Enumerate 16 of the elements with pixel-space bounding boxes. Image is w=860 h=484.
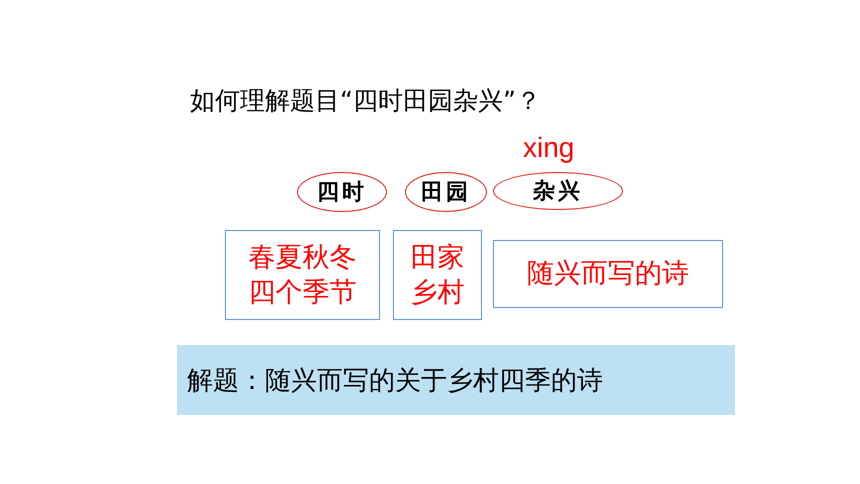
ellipse-label xyxy=(493,172,623,210)
node-text: 杂兴 xyxy=(533,177,583,206)
text-box xyxy=(225,230,380,320)
ellipse-label xyxy=(297,172,387,212)
node-text: 田园 xyxy=(421,178,471,207)
node-text: 春夏秋冬四个季节 xyxy=(248,240,358,310)
text-box xyxy=(493,240,723,308)
node-text: 四时 xyxy=(317,178,367,207)
summary-band xyxy=(177,345,735,415)
node-text: 田家乡村 xyxy=(410,240,466,310)
title: 如何理解题目“四时田园杂兴”？ xyxy=(190,85,541,117)
node-text: 解题：随兴而写的关于乡村四季的诗 xyxy=(187,364,603,398)
text-box xyxy=(393,230,482,320)
ellipse-label xyxy=(405,172,487,212)
node-text: 随兴而写的诗 xyxy=(527,257,689,292)
pinyin-annotation: xing xyxy=(523,132,574,164)
